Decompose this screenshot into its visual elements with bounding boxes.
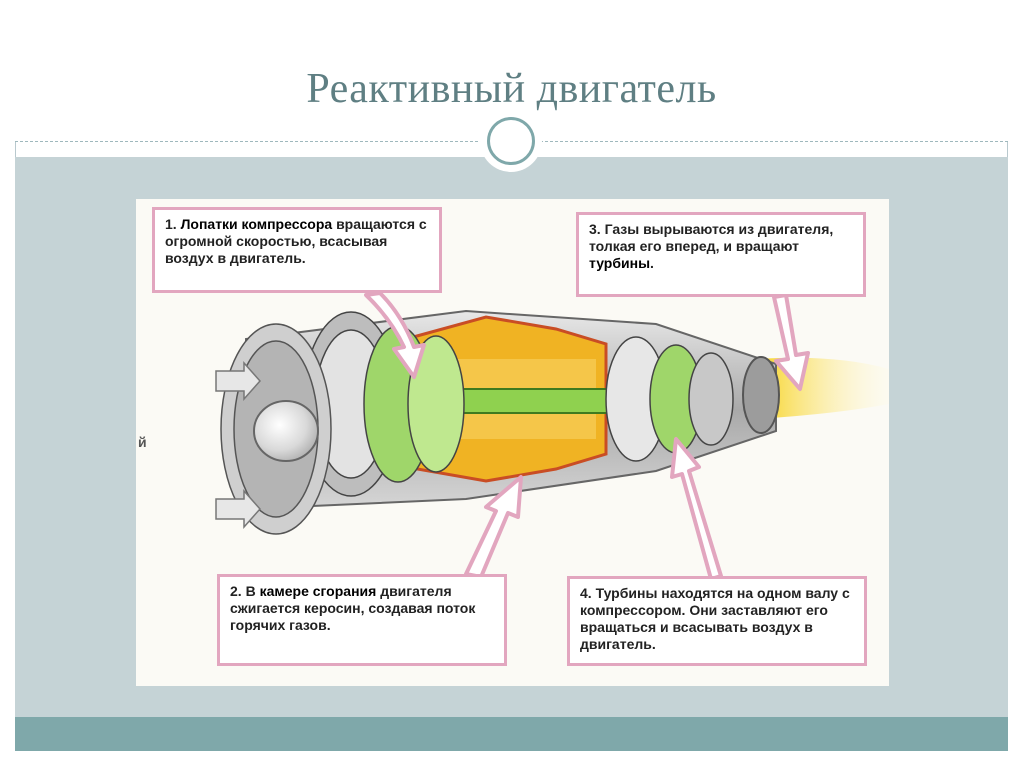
slide-title: Реактивный двигатель [15, 65, 1008, 113]
callout-3-lead: 3. Газы вырываются из двигателя, толкая … [589, 221, 833, 254]
jet-engine-diagram: й 1. Лопатки компрессора вращаются с огр… [136, 199, 889, 686]
callout-3-bold: турбины [589, 255, 650, 271]
turbine-blades [606, 337, 733, 461]
callout-combustion-chamber: 2. В камере сгорания двигателя сжигается… [217, 574, 507, 666]
callout-2-bold: камере сгорания [260, 583, 377, 599]
page-scrap-text: й [138, 434, 147, 450]
exhaust-nozzle [743, 357, 779, 433]
callout-2-lead: 2. В [230, 583, 260, 599]
circle-ring-icon [487, 117, 535, 165]
callout-3-text: . [650, 255, 654, 271]
callout-1-lead: 1. [165, 216, 181, 232]
callout-exhaust-gases: 3. Газы вырываются из двигателя, толкая … [576, 212, 866, 297]
callout-1-bold: Лопатки компрессора [181, 216, 333, 232]
nose-cone [254, 401, 318, 461]
footer-band [15, 717, 1008, 751]
callout-4-text: 4. Турбины находятся на одном валу с ком… [580, 585, 850, 652]
callout-turbines: 4. Турбины находятся на одном валу с ком… [567, 576, 867, 666]
callout-compressor: 1. Лопатки компрессора вращаются с огром… [152, 207, 442, 293]
